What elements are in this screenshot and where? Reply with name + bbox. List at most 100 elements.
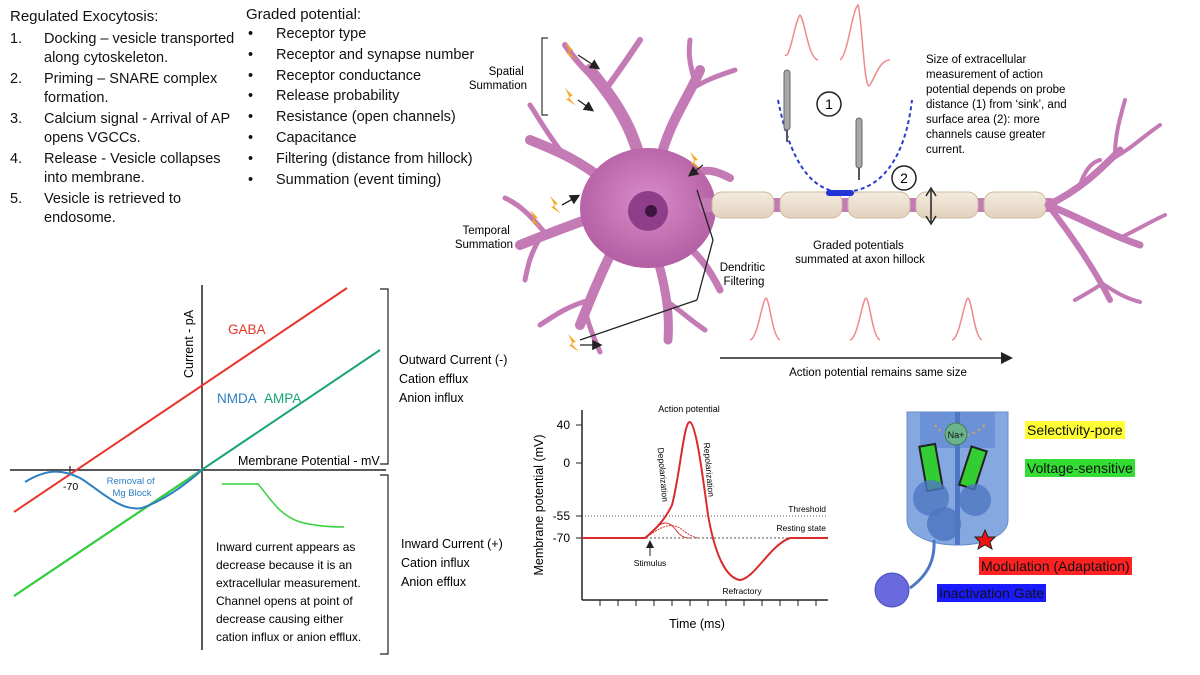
ap-y-label: Membrane potential (mV) — [532, 434, 546, 575]
modulation-star — [973, 528, 997, 551]
lower-spike-traces — [749, 297, 983, 341]
list-item: Summation (event timing) — [246, 170, 516, 191]
modulation-tag-text: Modulation (Adaptation) — [979, 557, 1132, 575]
temporal-summation-label: Temporal Summation — [455, 225, 513, 251]
stimulus-arrows — [561, 54, 704, 351]
step-text: Vesicle is retrieved to endosome. — [44, 191, 182, 226]
list-item: Resistance (open channels) — [246, 107, 516, 128]
step-number: 4. — [10, 151, 23, 167]
ap-same-size-label: Action potential remains same size — [789, 367, 967, 379]
list-item: Capacitance — [246, 128, 516, 149]
spike-trace-1 — [784, 13, 819, 61]
list-item: 4. Release - Vesicle collapses into membr… — [10, 150, 240, 188]
list-item: 1. Docking – vesicle transported along cy… — [10, 30, 240, 68]
spike-trace-2 — [839, 3, 891, 87]
inactivation-ball — [874, 572, 910, 608]
action-potential-chart: 40 0 -55 -70 Membrane potential (mV) Tim… — [532, 404, 828, 631]
inward-note: Inward current appears as decrease becau… — [216, 540, 364, 644]
step-number: 1. — [10, 31, 23, 47]
probe-1-label: 1 — [825, 96, 833, 112]
inward-current-label: Inward Current (+) Cation influx Anion e… — [401, 537, 506, 589]
myelin-sheath — [711, 191, 1047, 219]
stimulus-label: Stimulus — [634, 558, 667, 568]
iv-plot: Current - pA Membrane Potential - mV GAB… — [10, 285, 511, 655]
ampa-label: AMPA — [264, 391, 301, 406]
sodium-ion — [944, 422, 968, 446]
step-text: Docking – vesicle transported along cyto… — [44, 31, 235, 66]
current-sink — [826, 190, 854, 196]
list-item: 5. Vesicle is retrieved to endosome. — [10, 190, 240, 228]
graded-potential-panel: Graded potential: Receptor type Receptor… — [246, 6, 516, 190]
neuron-illustration: 1 2 — [455, 3, 1167, 379]
probe-electrode-2 — [855, 117, 863, 180]
channel-pore-split — [955, 412, 960, 545]
graded-summation-label: Graded potentials summated at axon hillo… — [795, 240, 925, 266]
ap-x-label: Time (ms) — [669, 617, 725, 631]
exocytosis-steps: 1. Docking – vesicle transported along cy… — [10, 30, 240, 230]
step-number: 2. — [10, 71, 23, 87]
channel-domain-center — [927, 507, 961, 541]
inward-bracket — [380, 474, 389, 655]
ap-tick-0: 0 — [563, 456, 570, 470]
refractory-label: Refractory — [722, 586, 762, 596]
step-text: Calcium signal - Arrival of AP opens VGC… — [44, 111, 230, 146]
extracellular-note: Size of extracellular measurement of act… — [926, 54, 1070, 156]
ap-tick-40: 40 — [557, 418, 571, 432]
step-text: Release - Vesicle collapses into membran… — [44, 151, 221, 186]
nmda-curve — [24, 469, 203, 510]
modulation-tag: Modulation (Adaptation) — [976, 557, 1135, 575]
spatial-bracket — [541, 37, 548, 116]
nmda-label: NMDA — [217, 391, 257, 406]
voltage-tag: Voltage-sensitive — [1022, 459, 1138, 477]
ampa-line-lower — [13, 469, 203, 597]
dendritic-filtering-label: Dendritic Filtering — [720, 262, 769, 288]
probe-2-label: 2 — [900, 170, 908, 186]
inward-current-trace — [222, 483, 345, 528]
threshold-label: Threshold — [788, 504, 826, 514]
nucleolus — [645, 205, 657, 217]
exocytosis-panel: Regulated Exocytosis: — [10, 8, 242, 26]
step-number: 3. — [10, 111, 23, 127]
list-item: 2. Priming – SNARE complex formation. — [10, 70, 240, 108]
gaba-label: GABA — [228, 322, 266, 337]
step-text: Priming – SNARE complex formation. — [44, 71, 218, 106]
stimulus-bolts — [530, 42, 701, 352]
probe-distance-arc — [777, 99, 913, 194]
ap-tick-neg70: -70 — [553, 531, 571, 545]
outward-current-label: Outward Current (-) Cation efflux Anion … — [399, 353, 511, 405]
list-item: Release probability — [246, 86, 516, 107]
probe-2-marker — [891, 165, 917, 191]
repolarization-label: Repolarization — [702, 442, 717, 497]
ap-y-ticks — [576, 424, 582, 539]
subthreshold-curve-2 — [644, 525, 699, 539]
list-item: Receptor conductance — [246, 66, 516, 87]
inactivation-tag: Inactivation Gate — [934, 584, 1049, 602]
list-item: Receptor and synapse number — [246, 45, 516, 66]
graded-title: Graded potential: — [246, 6, 362, 23]
iv-y-label: Current - pA — [182, 309, 196, 378]
ap-tick-neg55: -55 — [553, 509, 571, 523]
inactivation-tag-text: Inactivation Gate — [937, 584, 1047, 602]
inactivation-tether — [909, 539, 936, 590]
filtering-line-2 — [696, 189, 714, 301]
outward-bracket — [380, 288, 389, 465]
filtering-line-1 — [579, 299, 698, 341]
tick-label-neg70: -70 — [63, 481, 78, 493]
sodium-label: Na+ — [948, 430, 965, 440]
depolarization-label: Depolarization — [656, 447, 671, 502]
probe-1-marker — [816, 91, 842, 117]
resting-label: Resting state — [776, 523, 826, 533]
ap-x-ticks — [599, 600, 817, 606]
spatial-summation-label: Spatial Summation — [469, 66, 527, 92]
selectivity-tag: Selectivity-pore — [1022, 421, 1128, 439]
subthreshold-curve-1 — [644, 522, 691, 539]
ap-peak-label: Action potential — [658, 404, 720, 414]
step-number: 5. — [10, 191, 23, 207]
exocytosis-title: Regulated Exocytosis: — [10, 8, 159, 25]
action-potential-curve — [582, 420, 828, 582]
list-item: 3. Calcium signal - Arrival of AP opens V… — [10, 110, 240, 148]
channel-domain-right — [959, 484, 991, 516]
voltage-tag-text: Voltage-sensitive — [1025, 459, 1135, 477]
probe-electrode-1 — [783, 69, 791, 142]
